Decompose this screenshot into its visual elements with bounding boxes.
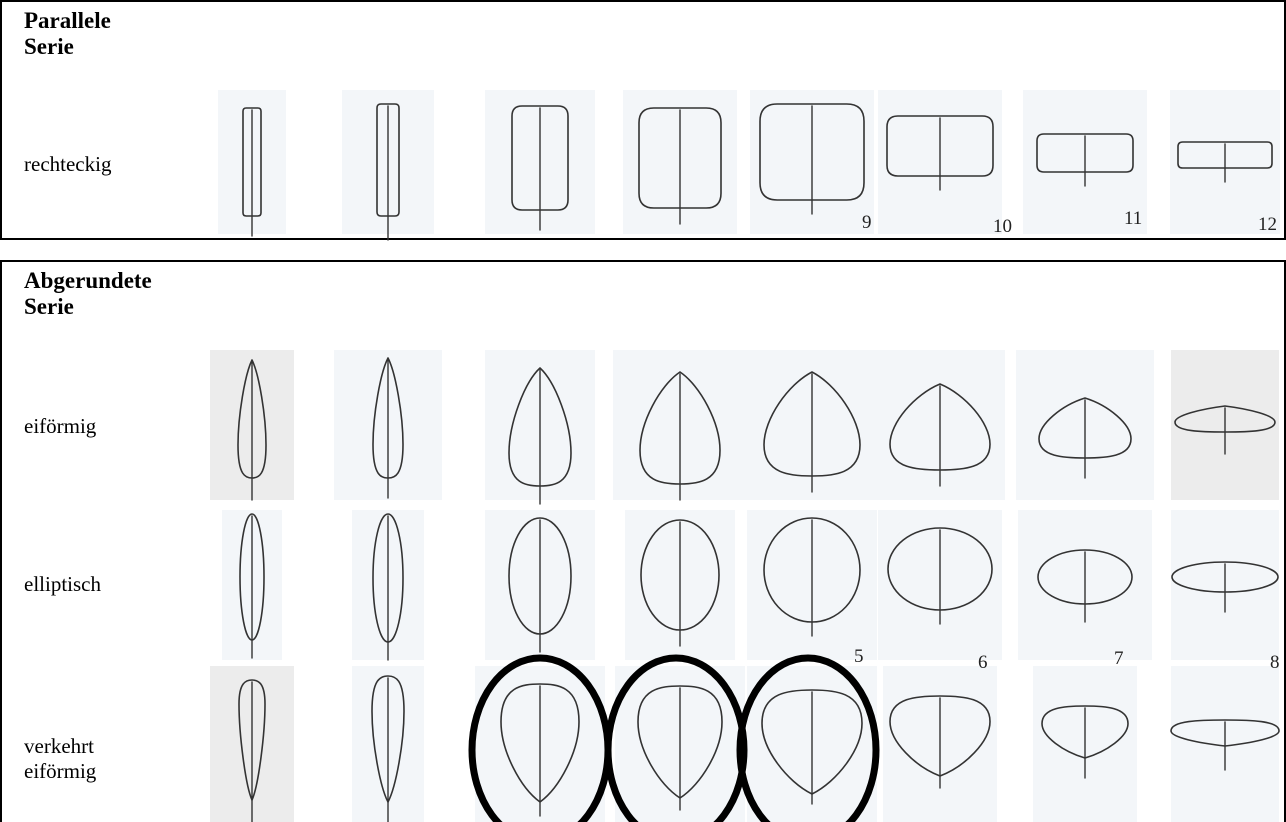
shape-number-5: 5	[854, 646, 864, 667]
shape-number-7: 7	[1114, 648, 1124, 669]
shape-number-10: 10	[993, 216, 1012, 237]
shape-number-8: 8	[1270, 652, 1280, 673]
shape-number-12: 12	[1258, 214, 1277, 235]
shape-number-9: 9	[862, 212, 872, 233]
shape-number-11: 11	[1124, 208, 1142, 229]
shape-number-6: 6	[978, 652, 988, 673]
